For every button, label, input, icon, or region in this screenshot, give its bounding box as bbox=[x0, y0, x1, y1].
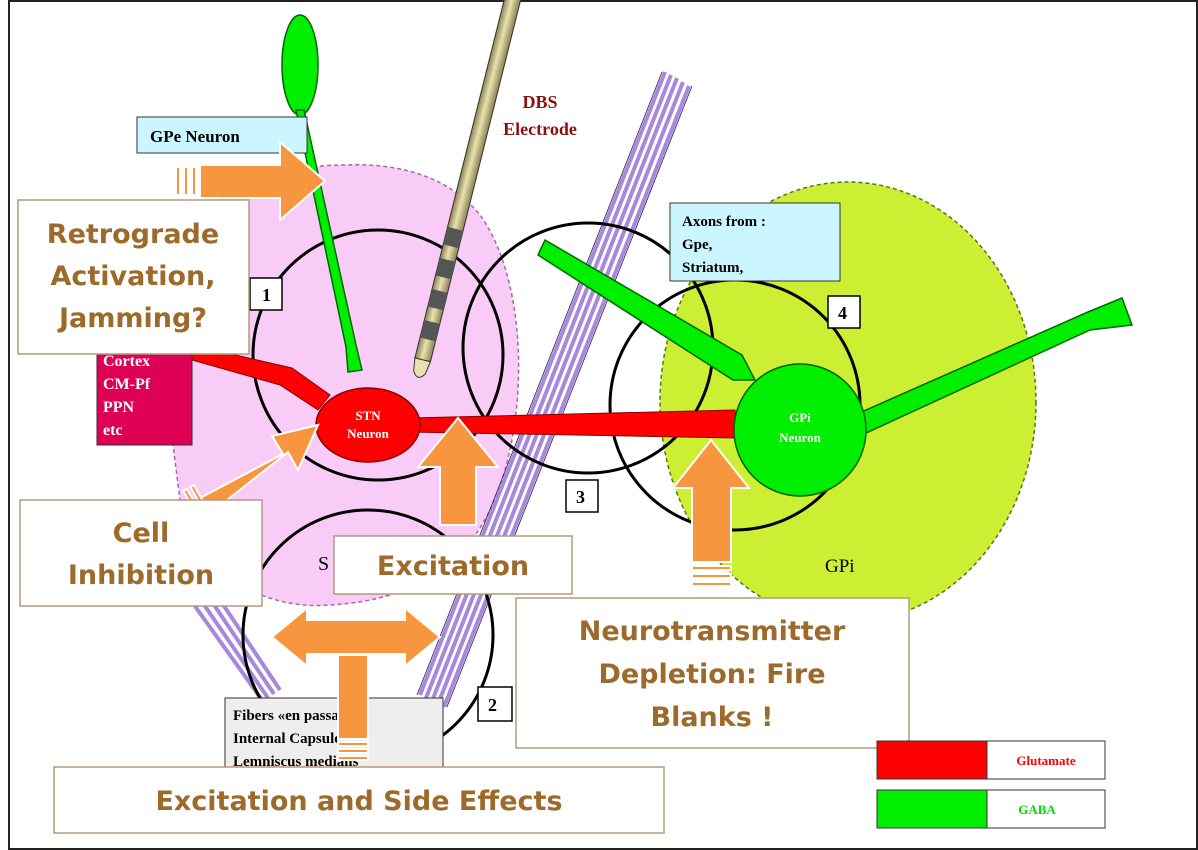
number-2: 2 bbox=[488, 695, 497, 715]
number-1: 1 bbox=[262, 285, 271, 305]
gpe-neuron-label: GPe Neuron bbox=[150, 127, 240, 146]
gpe-neuron-soma bbox=[281, 14, 319, 116]
legend-gaba-swatch bbox=[876, 789, 988, 829]
number-box-1 bbox=[249, 277, 283, 311]
axons-from-line2: Gpe, bbox=[682, 237, 713, 253]
orange-arrows bbox=[175, 139, 752, 761]
number-3: 3 bbox=[576, 487, 585, 507]
callout-retrograde-3: Jamming? bbox=[57, 303, 207, 334]
callout-cell-1: Cell bbox=[113, 518, 170, 549]
gpe-neuron-label-box bbox=[136, 116, 308, 154]
arrow-excitation bbox=[415, 416, 501, 526]
arrow-gpe bbox=[175, 139, 327, 223]
callout-neuro-3: Blanks ! bbox=[650, 702, 773, 733]
stn-neuron-label-2: Neuron bbox=[347, 426, 389, 441]
stn-neuron-label-1: STN bbox=[355, 408, 381, 423]
callout-neuro-1: Neurotransmitter bbox=[579, 616, 846, 647]
arrow-gpi bbox=[670, 438, 752, 587]
callout-side-effects-text: Excitation and Side Effects bbox=[155, 786, 562, 817]
callout-retrograde-1: Retrograde bbox=[47, 219, 219, 250]
number-4: 4 bbox=[838, 303, 847, 323]
fibers-line2: Internal Capsule bbox=[233, 731, 341, 747]
callout-side-effects: Excitation and Side Effects bbox=[53, 766, 665, 834]
fibers-line1: Fibers «en passant» bbox=[233, 708, 360, 724]
fibers-line3: Lemniscus medialis bbox=[233, 754, 359, 770]
number-box-3 bbox=[565, 479, 599, 513]
arrow-side-effects-stem bbox=[337, 654, 369, 761]
cortex-label-1: Cortex bbox=[103, 353, 150, 370]
callout-neurotransmitter: Neurotransmitter Depletion: Fire Blanks … bbox=[515, 597, 910, 749]
gpi-neuron-label-2: Neuron bbox=[779, 430, 821, 445]
callout-retrograde-2: Activation, bbox=[50, 261, 215, 292]
fibers-box bbox=[224, 697, 444, 779]
gpe-striatum-axon bbox=[537, 238, 757, 381]
axons-from-box bbox=[669, 202, 841, 282]
axons-from-line3: Striatum, bbox=[682, 260, 743, 276]
legend-glutamate-swatch bbox=[876, 740, 988, 780]
cortex-label-3: PPN bbox=[103, 399, 135, 416]
number-box-4 bbox=[827, 295, 861, 329]
cortex-label-4: etc bbox=[103, 422, 123, 439]
dbs-label-1: DBS bbox=[522, 92, 557, 112]
legend: Glutamate GABA bbox=[876, 740, 1106, 829]
callout-cell-2: Inhibition bbox=[68, 560, 214, 591]
callout-cell-inhibition: Cell Inhibition bbox=[19, 499, 263, 607]
arrow-double bbox=[270, 605, 442, 669]
dbs-label-2: Electrode bbox=[503, 119, 577, 139]
callout-neuro-2: Depletion: Fire bbox=[598, 659, 825, 690]
cortex-label-2: CM-Pf bbox=[103, 376, 151, 393]
gpi-region-label: GPi bbox=[825, 556, 855, 577]
number-box-2 bbox=[477, 686, 513, 722]
callout-excitation-text: Excitation bbox=[377, 551, 529, 582]
cortex-box bbox=[96, 344, 193, 446]
legend-glutamate-label: Glutamate bbox=[1016, 753, 1075, 768]
stn-region-label: S bbox=[318, 553, 329, 575]
dbs-electrode bbox=[413, 0, 522, 378]
gpi-neuron-label-1: GPi bbox=[789, 410, 811, 425]
stn-neuron bbox=[315, 387, 421, 463]
callout-excitation: Excitation bbox=[333, 535, 573, 595]
gpi-neuron bbox=[733, 363, 867, 497]
legend-gaba-label: GABA bbox=[1018, 802, 1056, 817]
callout-retrograde: Retrograde Activation, Jamming? bbox=[17, 199, 250, 355]
axons-from-line1: Axons from : bbox=[682, 214, 766, 230]
